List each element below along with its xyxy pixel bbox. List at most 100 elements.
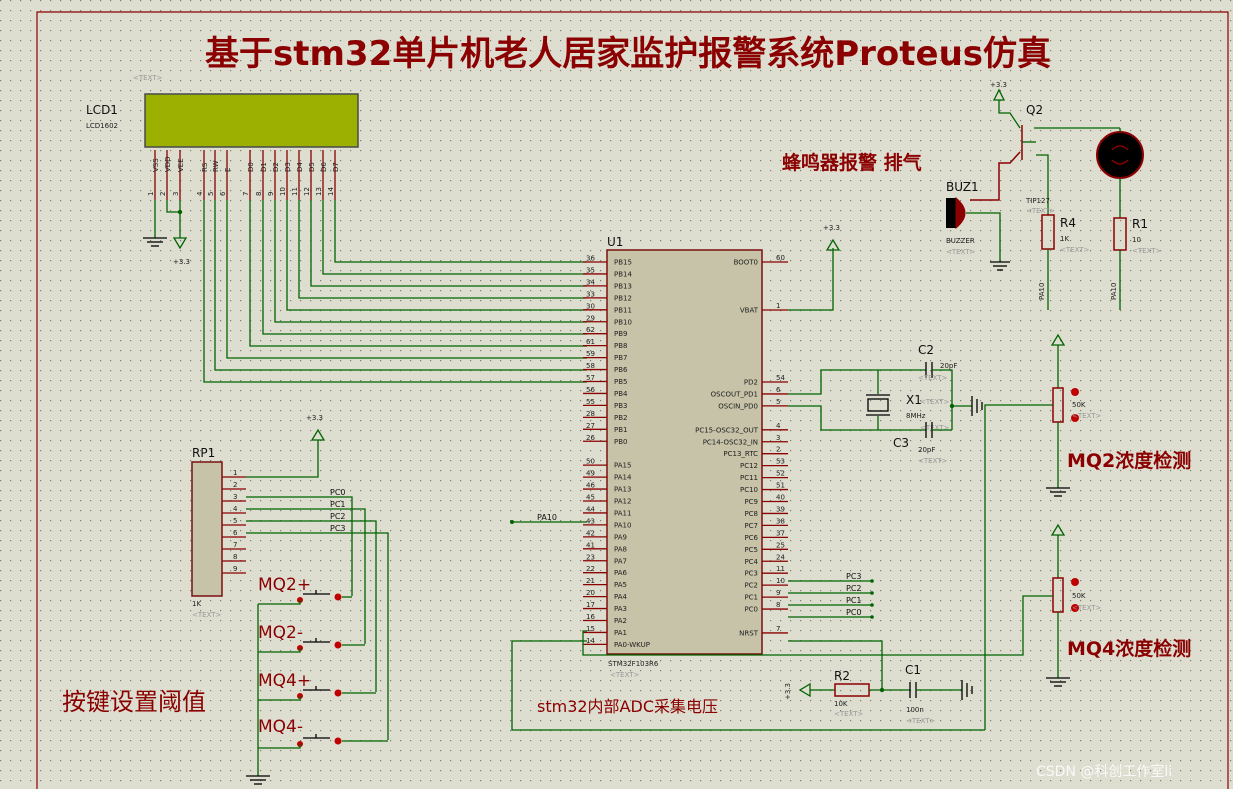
rp1-power-label: +3.3 [306, 414, 323, 422]
mcu-pin-number: 4 [776, 422, 781, 430]
mcu-pin-number: 17 [586, 601, 595, 609]
mq4-pot-text-placeholder: <TEXT> [1072, 604, 1102, 612]
rp1-body [191, 461, 223, 597]
mcu-pin-number: 23 [586, 553, 595, 561]
mcu-pin-name: PA8 [614, 545, 627, 553]
rp1-pin-number: 4 [233, 505, 238, 513]
lcd-pin-name: D0 [247, 162, 255, 172]
mcu-pin-number: 21 [586, 577, 595, 585]
net-pc1-right: PC1 [846, 596, 862, 605]
rp1-value: 1K [192, 600, 201, 608]
mq2-pot-value: 50K [1072, 401, 1086, 409]
pc-net-left: PC0 PC1 PC2 PC3 [246, 488, 389, 740]
page-title: 基于stm32单片机老人居家监护报警系统Proteus仿真 [205, 34, 1051, 74]
lcd-pin-name: E [224, 168, 232, 172]
title-text-placeholder: <TEXT> [133, 74, 163, 82]
mcu-pin-number: 24 [776, 553, 785, 561]
lcd-pin-name: D6 [320, 162, 328, 172]
mcu-pin-number: 61 [586, 338, 595, 346]
c2-value: 20pF [940, 362, 957, 370]
mcu-part: STM32F103R6 [608, 660, 659, 668]
buzzer-icon [955, 196, 966, 230]
crystal-body [867, 398, 889, 412]
mcu-pin-name: PC8 [744, 510, 758, 518]
button-mq2-plus[interactable]: MQ2+ [258, 575, 352, 605]
mcu-pin-number: 56 [586, 386, 595, 394]
r1-ref: R1 [1132, 217, 1148, 231]
buzzer[interactable]: BUZ1 BUZZER <TEXT> [946, 180, 1010, 271]
c3-ref: C3 [893, 436, 909, 450]
mq2-annotation: MQ2浓度检测 [1067, 449, 1191, 472]
rp1-ref: RP1 [192, 446, 215, 460]
alarm-annotation: 蜂鸣器报警 排气 [782, 151, 922, 174]
mcu-pin-name: PC2 [744, 582, 758, 590]
mcu-pin-name: PB3 [614, 402, 627, 410]
mcu-pin-name: PA7 [614, 557, 627, 565]
mcu-pin-name: OSCOUT_PD1 [711, 390, 758, 398]
r4-resistor[interactable]: R4 1K <TEXT> PA10 [1038, 214, 1090, 310]
lcd1602[interactable]: LCD1 LCD1602 VSS1VDD2VEE3RS4RW5E6D07D18D… [86, 93, 359, 200]
mcu-pin-name: VBAT [740, 307, 759, 315]
crystal-text-placeholder-2: <TEXT> [920, 424, 950, 432]
button-mq4-plus[interactable]: MQ4+ [258, 671, 376, 701]
net-pc3-right: PC3 [846, 572, 862, 581]
mcu-pin-name: PC7 [744, 522, 758, 530]
mcu-pin-number: 27 [586, 422, 595, 430]
button-mq4-minus[interactable]: MQ4- [258, 717, 388, 749]
mcu-pin-name: PC15-OSC32_OUT [695, 426, 759, 434]
crystal-circuit[interactable]: X1 8MHz <TEXT> <TEXT> C2 20pF <TEXT> C3 … [788, 343, 983, 465]
mcu-pin-name: PA0-WKUP [614, 641, 650, 649]
mcu-pin-name: PC13_RTC [723, 450, 758, 458]
reset-circuit[interactable]: +3.3 R2 10K <TEXT> C1 100n <TEXT> [784, 640, 973, 725]
q2-part: TIP127 [1025, 197, 1050, 205]
mcu-pin-number: 57 [586, 374, 595, 382]
mcu-pin-number: 55 [586, 398, 595, 406]
mcu-pin-number: 45 [586, 494, 595, 502]
lcd-pin-number: 2 [159, 192, 167, 196]
mcu-pin-number: 10 [776, 577, 785, 585]
mcu-pin-number: 36 [586, 255, 595, 263]
mcu-pin-number: 35 [586, 266, 595, 274]
mq4-pot-value: 50K [1072, 592, 1086, 600]
vbat-power-label: +3.3 [823, 224, 840, 232]
r1-resistor[interactable]: R1 10 <TEXT> PA10 [1110, 217, 1162, 310]
mcu-pin-number: 30 [586, 302, 595, 310]
mcu-pin-name: PB2 [614, 414, 627, 422]
mcu-pin-name: PC9 [744, 498, 758, 506]
q2-transistor[interactable]: +3.3 Q2 TIP127 <TEXT> [970, 81, 1120, 215]
mcu-pin-number: 62 [586, 326, 595, 334]
q2-text-placeholder: <TEXT> [1026, 207, 1056, 215]
rp1-pin-number: 6 [233, 529, 238, 537]
mcu-pin-name: PB4 [614, 390, 628, 398]
lcd-pin-number: 5 [207, 192, 215, 196]
c3-value: 20pF [918, 446, 935, 454]
mcu-pin-number: 7 [776, 625, 780, 633]
mcu-pin-number: 22 [586, 565, 595, 573]
mcu-pin-number: 60 [776, 254, 785, 262]
button-mq2-plus-label: MQ2+ [258, 575, 311, 595]
lcd-pin-name: D4 [296, 162, 304, 172]
mcu-pin-number: 52 [776, 470, 785, 478]
rp1-pin-number: 2 [233, 481, 237, 489]
motor-fan[interactable] [1096, 128, 1144, 218]
lcd-pin-name: RW [212, 160, 220, 172]
lcd-pin-name: VEE [177, 158, 185, 172]
motor-icon [1096, 131, 1144, 179]
mq2-potentiometer[interactable]: 50K <TEXT> [984, 333, 1102, 730]
mq4-potentiometer[interactable]: 50K <TEXT> [785, 523, 1102, 687]
mcu-pin-name: PB11 [614, 306, 632, 314]
lcd-pin-number: 12 [303, 187, 311, 196]
mcu-pin-name: PC3 [744, 570, 758, 578]
mcu-pin-number: 51 [776, 482, 785, 490]
lcd-pin-name: D3 [284, 162, 292, 172]
mcu-pin-name: PB6 [614, 366, 628, 374]
lcd-pin-number: 6 [219, 191, 227, 196]
c1-value: 100n [906, 706, 924, 714]
mcu-text-placeholder: <TEXT> [610, 671, 640, 679]
button-mq2-minus[interactable]: MQ2- [258, 623, 365, 653]
mcu-pin-name: PC12 [740, 462, 758, 470]
mcu-right-pins: 54PD26OSCOUT_PD15OSCIN_PD04PC15-OSC32_OU… [695, 374, 788, 637]
